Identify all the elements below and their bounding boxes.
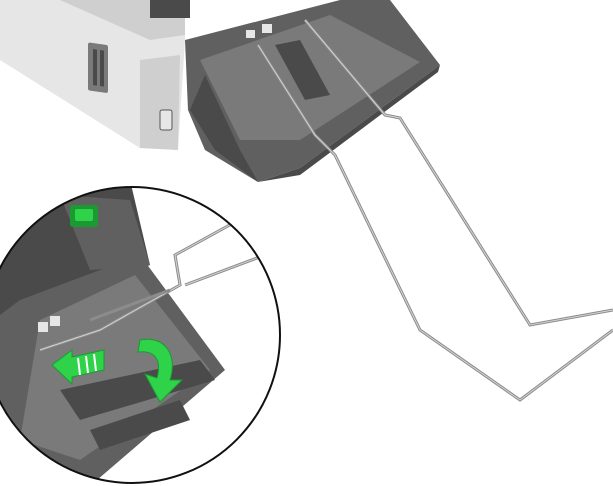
green-straight-arrow: [51, 349, 105, 386]
output-tray: [185, 0, 440, 182]
callout-circle: [0, 186, 281, 484]
scanner-body: [0, 0, 190, 150]
callout-detail: [0, 187, 280, 483]
green-curved-arrow: [137, 338, 184, 403]
wire-extender: [256, 19, 613, 402]
